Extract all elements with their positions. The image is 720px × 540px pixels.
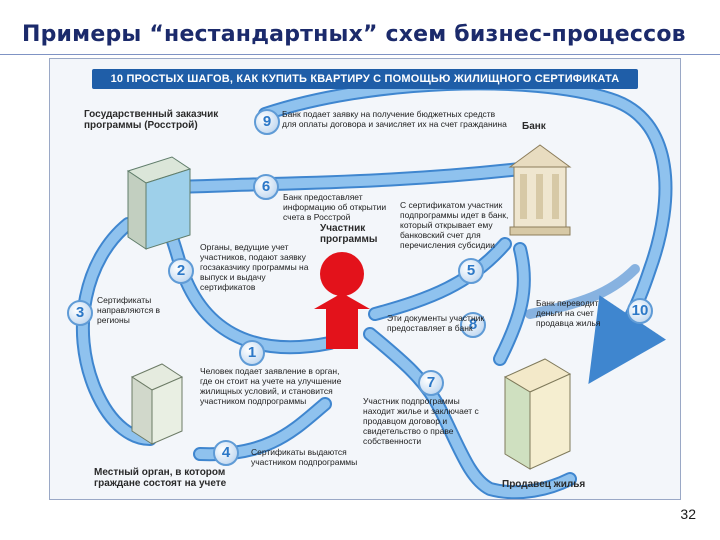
title-divider <box>0 54 720 55</box>
step-4-text: Сертификаты выдаются участником подпрогр… <box>251 447 358 467</box>
actor-state-customer: Государственный заказчик программы (Росс… <box>84 109 219 131</box>
step-1-text: Человек подает заявление в орган, где он… <box>200 366 342 406</box>
actor-seller: Продавец жилья <box>502 479 586 490</box>
actor-bank: Банк <box>522 121 546 132</box>
step-2-text: Органы, ведущие учет участников, подают … <box>200 242 309 292</box>
step-8-text: Эти документы участник предоставляет в б… <box>387 313 485 333</box>
step-1-marker: 1 <box>239 340 265 366</box>
step-7-text: Участник подпрограммы находит жилье и за… <box>363 396 479 446</box>
step-6-marker: 6 <box>253 174 279 200</box>
process-diagram: 10 ПРОСТЫХ ШАГОВ, КАК КУПИТЬ КВАРТИРУ С … <box>49 58 681 500</box>
step-9-text: Банк подает заявку на получение бюджетны… <box>282 109 507 129</box>
step-8-marker: 8 <box>460 312 486 338</box>
person-icon <box>314 252 370 349</box>
step-2-marker: 2 <box>168 258 194 284</box>
actor-local-authority: Местный орган, в котором граждане состоя… <box>94 467 227 489</box>
step-9-marker: 9 <box>254 109 280 135</box>
page-number: 32 <box>680 506 696 522</box>
step-5-text: С сертификатом участник подпрограммы иде… <box>400 200 509 250</box>
step-5-marker: 5 <box>458 258 484 284</box>
apartment-building-icon <box>503 358 572 470</box>
step-4-marker: 4 <box>213 440 239 466</box>
government-building-icon <box>126 156 192 250</box>
bank-building-icon <box>508 144 572 236</box>
slide-title: Примеры “нестандартных” схем бизнес-проц… <box>22 22 686 47</box>
step-10-marker: 10 <box>627 298 653 324</box>
step-7-marker: 7 <box>418 370 444 396</box>
step-3-text: Сертификаты направляются в регионы <box>97 295 161 325</box>
step-10-text: Банк переводит деньги на счет продавца ж… <box>536 298 601 328</box>
step-3-marker: 3 <box>67 300 93 326</box>
actor-participant: Участник программы <box>320 223 378 245</box>
flow-paths <box>75 76 673 499</box>
step-6-text: Банк предоставляет информацию об открыти… <box>283 192 387 222</box>
diagram-banner: 10 ПРОСТЫХ ШАГОВ, КАК КУПИТЬ КВАРТИРУ С … <box>92 69 638 89</box>
local-office-building-icon <box>130 363 184 445</box>
